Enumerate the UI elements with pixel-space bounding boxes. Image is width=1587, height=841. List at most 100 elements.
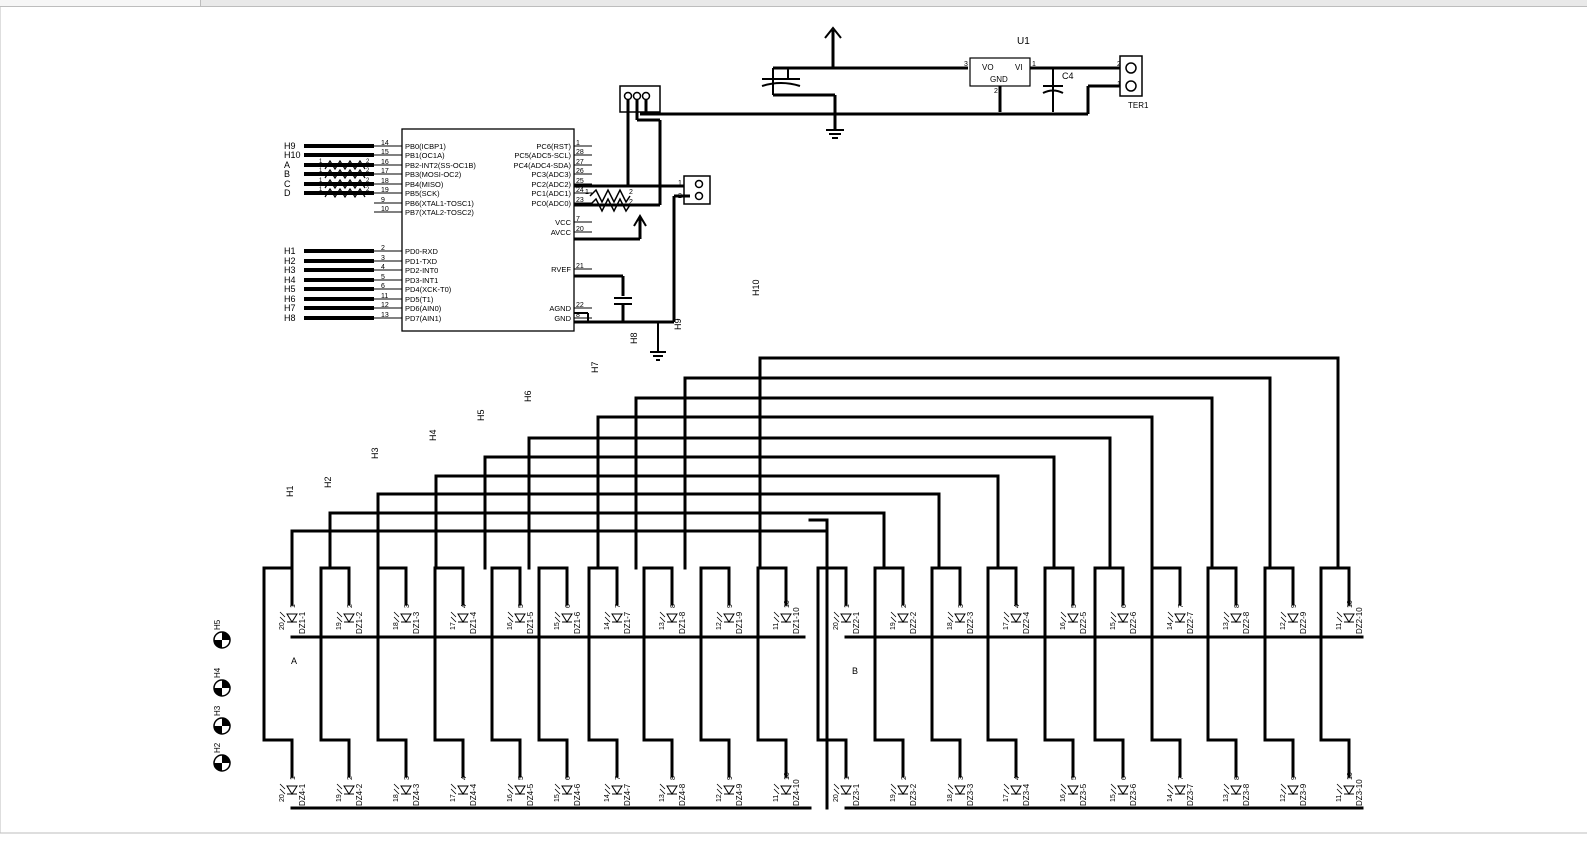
led-pin-bottom: 12	[1280, 794, 1287, 802]
mcu-left-pin-name: PD2-INT0	[405, 266, 438, 275]
led-pin-top: 2	[901, 776, 908, 780]
input-resistor-pin-b: 2	[366, 178, 370, 184]
mcu-left-pin-number: 6	[381, 283, 385, 290]
led-ray	[507, 783, 514, 790]
mcu-left-pin-name: PB4(MISO)	[405, 180, 444, 189]
led-pin-bottom: 19	[890, 622, 897, 630]
led-ray	[890, 788, 897, 795]
led-ray	[716, 788, 723, 795]
led-ray	[1003, 783, 1010, 790]
led-pin-bottom: 15	[554, 794, 561, 802]
regulator-vo-label: VO	[982, 63, 994, 72]
mcu-left-pin-name: PD3-INT1	[405, 276, 438, 285]
led-ray	[1167, 611, 1174, 618]
led-ref-label: DZ3-4	[1022, 783, 1031, 806]
mount-hole-fill	[222, 632, 230, 640]
led-pin-bottom: 17	[1003, 794, 1010, 802]
adc-resistor-pin-b: 2	[629, 189, 633, 196]
terminal-pin-bottom: 1	[1117, 81, 1121, 88]
led-triangle	[897, 613, 909, 623]
mcu-right-pin-name: PC0(ADC0)	[531, 199, 571, 208]
mount-hole-fill	[214, 688, 222, 696]
led-ref-label: DZ1-10	[792, 607, 801, 634]
led-pin-bottom: 15	[1110, 794, 1117, 802]
led-ray	[450, 783, 457, 790]
regulator-pin-vi: 1	[1032, 61, 1036, 68]
led-triangle	[1287, 613, 1299, 623]
led-pin-top: 10	[784, 772, 791, 780]
mcu-left-pin-number: 16	[381, 159, 389, 166]
led-ray	[604, 783, 611, 790]
led-triangle	[954, 785, 966, 795]
mount-hole-label: H5	[213, 619, 222, 630]
led-ray	[1167, 788, 1174, 795]
window-tab[interactable]	[0, 0, 201, 6]
matrix-net-label: H1	[285, 485, 295, 497]
led-pin-bottom: 17	[450, 794, 457, 802]
led-ray	[554, 611, 561, 618]
led-pin-top: 7	[1178, 604, 1185, 608]
led-ref-label: DZ3-6	[1129, 783, 1138, 806]
led-triangle	[1010, 785, 1022, 795]
led-pin-top: 8	[670, 776, 677, 780]
mcu-right-pin-number: 21	[576, 263, 584, 270]
mount-hole-label: H2	[213, 742, 222, 753]
led-ref-label: DZ2-9	[1299, 611, 1308, 634]
led-triangle	[1174, 613, 1186, 623]
led-pin-bottom: 14	[1167, 622, 1174, 630]
led-ray	[890, 611, 897, 618]
led-triangle	[723, 785, 735, 795]
led-pin-top: 7	[615, 604, 622, 608]
mcu-left-pin-number: 18	[381, 178, 389, 185]
mcu-left-pin-name: PB0(ICBP1)	[405, 142, 446, 151]
led-triangle	[611, 613, 623, 623]
led-pin-top: 9	[727, 776, 734, 780]
regulator-gnd-label: GND	[990, 75, 1008, 84]
adc-resistor-2	[589, 197, 631, 213]
led-ref-label: DZ4-5	[526, 783, 535, 806]
led-ray	[947, 616, 954, 623]
mount-hole-label: H4	[213, 667, 222, 678]
led-pin-top: 3	[404, 604, 411, 608]
led-ray	[336, 783, 343, 790]
led-pin-top: 4	[461, 776, 468, 780]
led-triangle	[1067, 613, 1079, 623]
led-pin-bottom: 17	[1003, 622, 1010, 630]
led-pin-top: 4	[1014, 776, 1021, 780]
led-ray	[279, 783, 286, 790]
led-ray	[659, 616, 666, 623]
led-ref-label: DZ2-5	[1079, 611, 1088, 634]
mcu-left-pin-number: 17	[381, 168, 389, 175]
mcu-left-net-label: H9	[284, 141, 296, 151]
adc-resistor-2-pin-b: 2	[629, 199, 633, 206]
led-triangle	[457, 613, 469, 623]
led-triangle	[1230, 785, 1242, 795]
led-ray	[1110, 611, 1117, 618]
led-ray	[1003, 788, 1010, 795]
led-ref-label: DZ1-6	[573, 611, 582, 634]
led-pin-bottom: 11	[1336, 623, 1343, 630]
led-ray	[336, 788, 343, 795]
led-ray	[554, 783, 561, 790]
input-resistor-pin-b: 2	[366, 187, 370, 193]
led-ref-label: DZ3-7	[1186, 783, 1195, 806]
mount-hole-fill	[214, 640, 222, 648]
led-pin-top: 1	[844, 604, 851, 608]
led-ref-label: DZ4-8	[678, 783, 687, 806]
mcu-left-pin-number: 11	[381, 293, 388, 300]
matrix-net-label: H6	[523, 390, 533, 402]
mcu-right-pin-number: 8	[576, 312, 580, 319]
led-ref-label: DZ2-3	[966, 611, 975, 634]
mcu-right-pin-number: 23	[576, 197, 584, 204]
mcu-right-pin-number: 20	[576, 226, 584, 233]
